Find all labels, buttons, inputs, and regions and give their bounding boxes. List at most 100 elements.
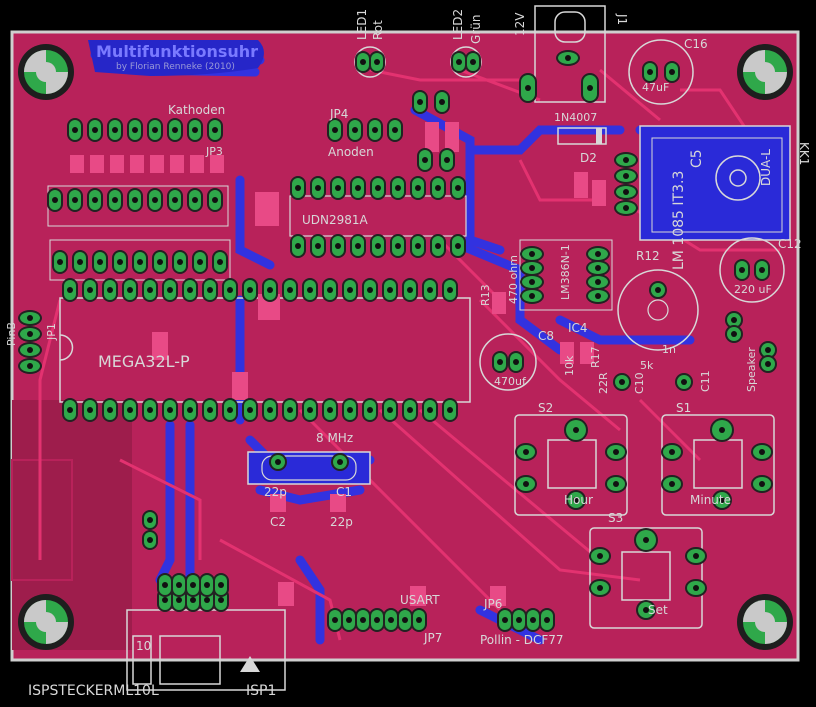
pad: [192, 127, 198, 133]
label-pollin: Pollin - DCF77: [480, 633, 564, 647]
label-c12: C12: [778, 237, 802, 251]
pad: [655, 287, 661, 293]
label-jp1: JP1: [45, 323, 58, 340]
pad: [529, 293, 535, 299]
pad: [147, 517, 153, 523]
pad: [162, 582, 168, 588]
pad: [388, 617, 394, 623]
pad: [72, 197, 78, 203]
pad: [247, 287, 253, 293]
pad: [57, 259, 63, 265]
pad: [613, 449, 619, 455]
label-8mhz: 8 MHz: [316, 431, 354, 445]
pad: [267, 407, 273, 413]
pad: [759, 449, 765, 455]
pad: [647, 69, 653, 75]
pad: [597, 553, 603, 559]
label-kk1: KK1: [797, 142, 811, 166]
mounting-hole: [24, 50, 46, 72]
label-220uf: 220 uF: [734, 283, 772, 296]
pad: [355, 185, 361, 191]
pad: [374, 59, 380, 65]
pad: [360, 59, 366, 65]
mounting-hole: [743, 600, 765, 622]
label-r12: R12: [636, 249, 660, 263]
pad: [367, 287, 373, 293]
pad: [162, 597, 168, 603]
pad: [204, 582, 210, 588]
pad: [387, 287, 393, 293]
pad: [87, 407, 93, 413]
label-led1-color: Rot: [371, 20, 385, 40]
pad: [623, 157, 629, 163]
label-usart: USART: [400, 593, 440, 607]
label-jp4: JP4: [330, 107, 349, 121]
pad: [719, 497, 725, 503]
pad: [147, 287, 153, 293]
board-title: Multifunktionsuhr: [96, 42, 259, 61]
pad: [619, 379, 625, 385]
label-udn: UDN2981A: [302, 213, 368, 227]
pad: [759, 481, 765, 487]
pad: [107, 407, 113, 413]
pad: [72, 127, 78, 133]
pad: [544, 617, 550, 623]
pad: [595, 293, 601, 299]
pad: [759, 267, 765, 273]
label-kathoden: Kathoden: [168, 103, 226, 117]
pad: [187, 287, 193, 293]
pad: [287, 407, 293, 413]
pad: [147, 537, 153, 543]
pad: [502, 617, 508, 623]
pad: [227, 407, 233, 413]
pad: [523, 481, 529, 487]
pad: [27, 331, 33, 337]
pad: [332, 617, 338, 623]
pad: [157, 259, 163, 265]
pad: [204, 597, 210, 603]
pad: [218, 582, 224, 588]
pad: [212, 197, 218, 203]
pad: [427, 287, 433, 293]
pad: [307, 287, 313, 293]
pad: [267, 287, 273, 293]
label-ic4: IC4: [568, 321, 588, 335]
label-22p-a: 22p: [264, 485, 287, 499]
label-s2: S2: [538, 401, 554, 415]
pad: [513, 359, 519, 365]
pad: [573, 497, 579, 503]
label-5k: 5k: [640, 359, 654, 372]
pad: [623, 189, 629, 195]
pad: [295, 185, 301, 191]
mounting-hole: [24, 600, 46, 622]
mounting-hole: [765, 72, 787, 94]
pad: [455, 185, 461, 191]
pad: [87, 287, 93, 293]
pad: [247, 407, 253, 413]
pad: [623, 173, 629, 179]
label-c11: C11: [699, 370, 712, 392]
pad: [374, 617, 380, 623]
pad: [152, 197, 158, 203]
pad: [172, 197, 178, 203]
label-cap-10: 10: [136, 639, 152, 653]
pad: [192, 197, 198, 203]
pad: [407, 287, 413, 293]
pad: [422, 157, 428, 163]
pad: [332, 127, 338, 133]
pad: [529, 251, 535, 257]
pad: [132, 127, 138, 133]
pad: [167, 407, 173, 413]
pad: [176, 582, 182, 588]
pad: [212, 127, 218, 133]
pad: [327, 407, 333, 413]
pad: [315, 243, 321, 249]
pad: [525, 85, 531, 91]
pad: [447, 287, 453, 293]
pad: [435, 185, 441, 191]
pad: [395, 185, 401, 191]
pad: [681, 379, 687, 385]
pad: [27, 363, 33, 369]
pad: [497, 359, 503, 365]
pad: [456, 59, 462, 65]
